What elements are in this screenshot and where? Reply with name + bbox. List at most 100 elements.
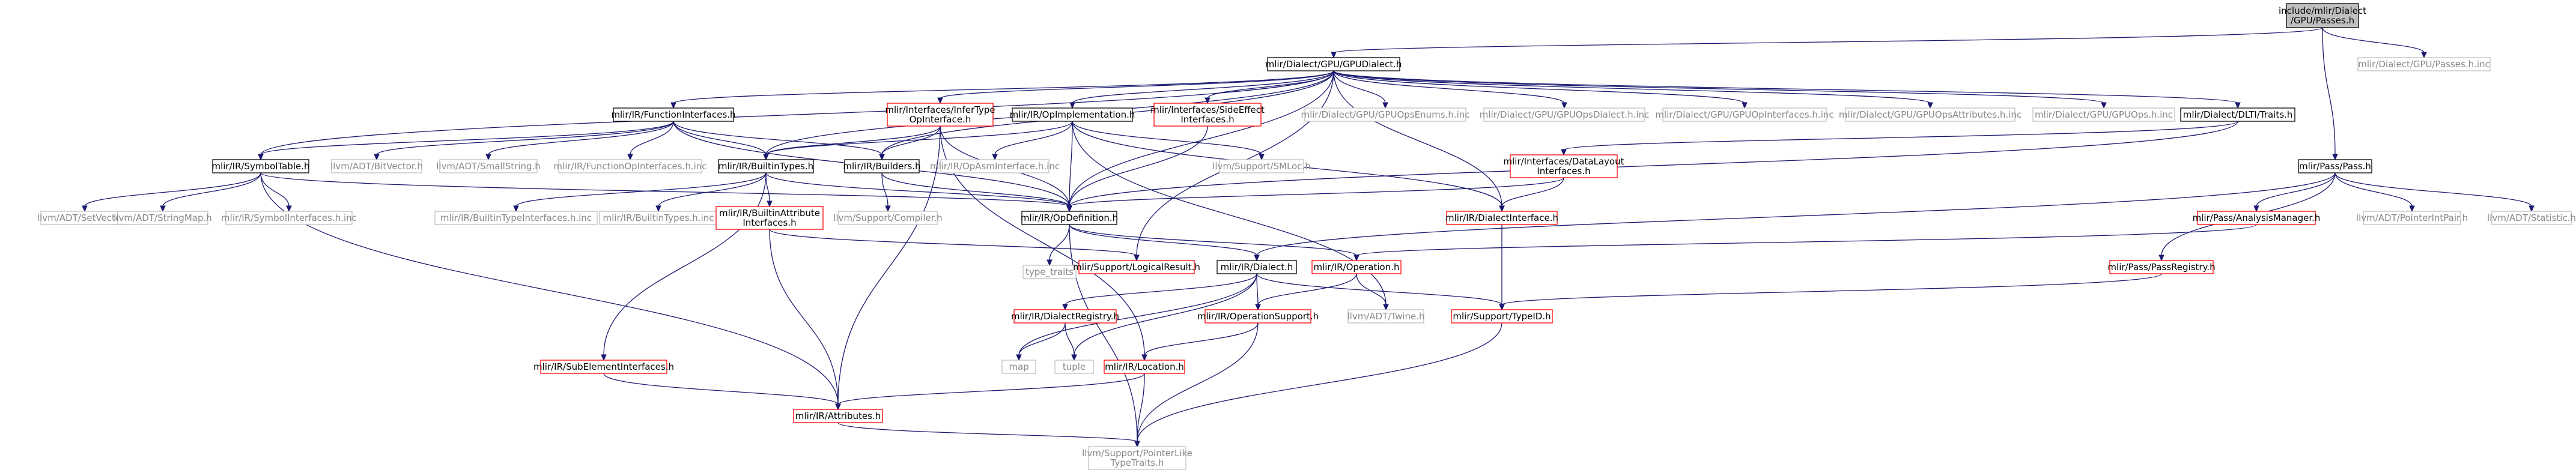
node-map[interactable]: map (1001, 360, 1036, 374)
node-location[interactable]: mlir/IR/Location.h (1104, 360, 1185, 374)
edge-dialect-to-tuple (1074, 273, 1257, 356)
node-symtable[interactable]: mlir/IR/SymbolTable.h (211, 159, 310, 173)
node-builtintypes[interactable]: mlir/IR/BuiltinTypes.h (718, 159, 814, 173)
node-label: OpInterface.h (910, 114, 971, 125)
edge-dlti-to-datalayout (1563, 121, 2238, 151)
edge-arrowhead (1066, 205, 1072, 212)
node-tuple[interactable]: tuple (1054, 360, 1094, 374)
node-box (434, 211, 598, 225)
node-smloc[interactable]: llvm/Support/SMLoc.h (1212, 159, 1311, 173)
node-dialect[interactable]: mlir/IR/Dialect.h (1217, 260, 1297, 274)
node-box (117, 211, 208, 225)
node-passregistry[interactable]: mlir/Pass/PassRegistry.h (2107, 260, 2216, 274)
node-box (838, 211, 938, 225)
node-label: llvm/ADT/BitVector.h (330, 161, 423, 172)
node-label: mlir/Support/TypeID.h (1453, 311, 1551, 322)
node-gpuopifaces_inc[interactable]: mlir/Dialect/GPU/GPUOpInterfaces.h.inc (1655, 107, 1834, 122)
node-label: llvm/ADT/PointerIntPair.h (2356, 212, 2468, 223)
edge-funcifaces-to-builders (673, 121, 882, 155)
edge-funcifaces-to-symtable (260, 121, 674, 155)
edge-opdef-to-dialect (1069, 224, 1257, 256)
node-dialectregistry[interactable]: mlir/IR/DialectRegistry.h (1011, 309, 1119, 324)
edge-arrowhead (2101, 102, 2107, 109)
node-operation[interactable]: mlir/IR/Operation.h (1311, 260, 1402, 274)
node-box (540, 360, 667, 374)
edge-pass-to-pointerintpair (2334, 172, 2413, 207)
node-logicalresult[interactable]: mlir/Support/LogicalResult.h (1073, 260, 1200, 274)
edge-dialect-to-map (1018, 273, 1257, 356)
node-funcopifaces_inc[interactable]: mlir/IR/FunctionOpInterfaces.h.inc (553, 159, 707, 173)
node-label: mlir/IR/OpDefinition.h (1021, 212, 1118, 223)
node-funcifaces[interactable]: mlir/IR/FunctionInterfaces.h (611, 107, 736, 122)
edge-gpudialect-to-gpuopifaces_inc (1333, 70, 1745, 104)
node-label: mlir/Dialect/GPU/Passes.h.inc (2358, 59, 2490, 70)
edge-opimpl-to-opasmiface_inc (994, 121, 1073, 155)
node-symifaces_inc[interactable]: mlir/IR/SymbolInterfaces.h.inc (221, 211, 357, 225)
node-gpuops_inc[interactable]: mlir/Dialect/GPU/GPUOps.h.inc (2032, 107, 2175, 122)
node-box (1845, 107, 2016, 122)
node-bitvector[interactable]: llvm/ADT/BitVector.h (330, 159, 423, 173)
edge-symtable-to-symifaces_inc (260, 172, 290, 207)
edge-arrowhead (2529, 205, 2535, 212)
node-label: mlir/IR/SymbolInterfaces.h.inc (221, 212, 357, 223)
node-subelem[interactable]: mlir/IR/SubElementInterfaces.h (533, 360, 674, 374)
node-label: TypeTraits.h (1110, 457, 1164, 468)
edge-arrowhead (1382, 102, 1388, 109)
node-box (1510, 154, 1618, 178)
node-box (2286, 3, 2359, 28)
edge-arrowhead (286, 205, 292, 212)
node-box (940, 159, 1050, 173)
edge-gpudialect-to-gpuopsattrs_inc (1333, 70, 1931, 104)
node-typeid[interactable]: mlir/Support/TypeID.h (1451, 309, 1553, 324)
node-opasmiface_inc[interactable]: mlir/IR/OpAsmInterface.h.inc (930, 159, 1060, 173)
node-builtintypes_inc[interactable]: mlir/IR/BuiltinTypes.h.inc (599, 211, 718, 225)
node-dialectiface[interactable]: mlir/IR/DialectInterface.h (1445, 211, 1558, 225)
node-pass[interactable]: mlir/Pass/Pass.h (2298, 159, 2372, 173)
node-box (331, 159, 422, 173)
node-gpuenums_inc[interactable]: mlir/Dialect/GPU/GPUOpsEnums.h.inc (1301, 107, 1470, 122)
edge-funcifaces-to-builtintypes (673, 121, 767, 155)
node-twine[interactable]: llvm/ADT/Twine.h (1347, 309, 1425, 324)
edge-funcifaces-to-smallstring (488, 121, 674, 155)
node-box (212, 159, 309, 173)
node-setvector[interactable]: llvm/ADT/SetVector.h (37, 211, 132, 225)
node-dlti[interactable]: mlir/Dialect/DLTI/Traits.h (2180, 107, 2295, 122)
node-box (1054, 360, 1094, 374)
edge-location-to-pointerlike (1137, 373, 1145, 442)
node-analysismgr[interactable]: mlir/Pass/AnalysisManager.h (2193, 211, 2321, 225)
node-builtintypeifaces_inc[interactable]: mlir/IR/BuiltinTypeInterfaces.h.inc (434, 211, 598, 225)
node-label: Interfaces.h (743, 217, 796, 228)
node-smallstring[interactable]: llvm/ADT/SmallString.h (436, 159, 541, 173)
node-box (2298, 159, 2372, 173)
node-gpupasses_inc[interactable]: mlir/Dialect/GPU/Passes.h.inc (2357, 57, 2491, 71)
node-box (715, 206, 824, 230)
node-gpudialect[interactable]: mlir/Dialect/GPU/GPUDialect.h (1266, 57, 1402, 71)
edge-arrowhead (1927, 102, 1933, 109)
edge-opimpl-to-opdef (1069, 121, 1073, 207)
node-opimpl[interactable]: mlir/IR/OpImplementation.h (1010, 107, 1135, 122)
edge-builtintypes-to-builtinattrifaces (765, 172, 770, 202)
node-stringmap[interactable]: llvm/ADT/StringMap.h (114, 211, 212, 225)
node-label: mlir/Dialect/DLTI/Traits.h (2183, 109, 2293, 120)
edge-builtinattrifaces-to-logicalresult (769, 229, 1137, 256)
node-compiler[interactable]: llvm/Support/Compiler.h (833, 211, 943, 225)
node-opsupport[interactable]: mlir/IR/OperationSupport.h (1197, 309, 1319, 324)
edge-arrowhead (1134, 441, 1140, 448)
node-statistic[interactable]: llvm/ADT/Statistic.h (2487, 211, 2576, 225)
node-opdef[interactable]: mlir/IR/OpDefinition.h (1021, 211, 1118, 225)
node-pointerintpair[interactable]: llvm/ADT/PointerIntPair.h (2356, 211, 2468, 225)
node-attributes[interactable]: mlir/IR/Attributes.h (793, 409, 883, 423)
node-gpuopsattrs_inc[interactable]: mlir/Dialect/GPU/GPUOpsAttributes.h.inc (1839, 107, 2022, 122)
node-builders[interactable]: mlir/IR/Builders.h (843, 159, 921, 173)
node-box (2491, 211, 2572, 225)
node-gpuopsdialect_inc[interactable]: mlir/Dialect/GPU/GPUOpsDialect.h.inc (1480, 107, 1650, 122)
edge-opimpl-to-twine (1072, 121, 1387, 306)
node-type_traits[interactable]: type_traits (1022, 265, 1077, 279)
node-label: mlir/Dialect/GPU/GPUDialect.h (1266, 59, 1402, 70)
